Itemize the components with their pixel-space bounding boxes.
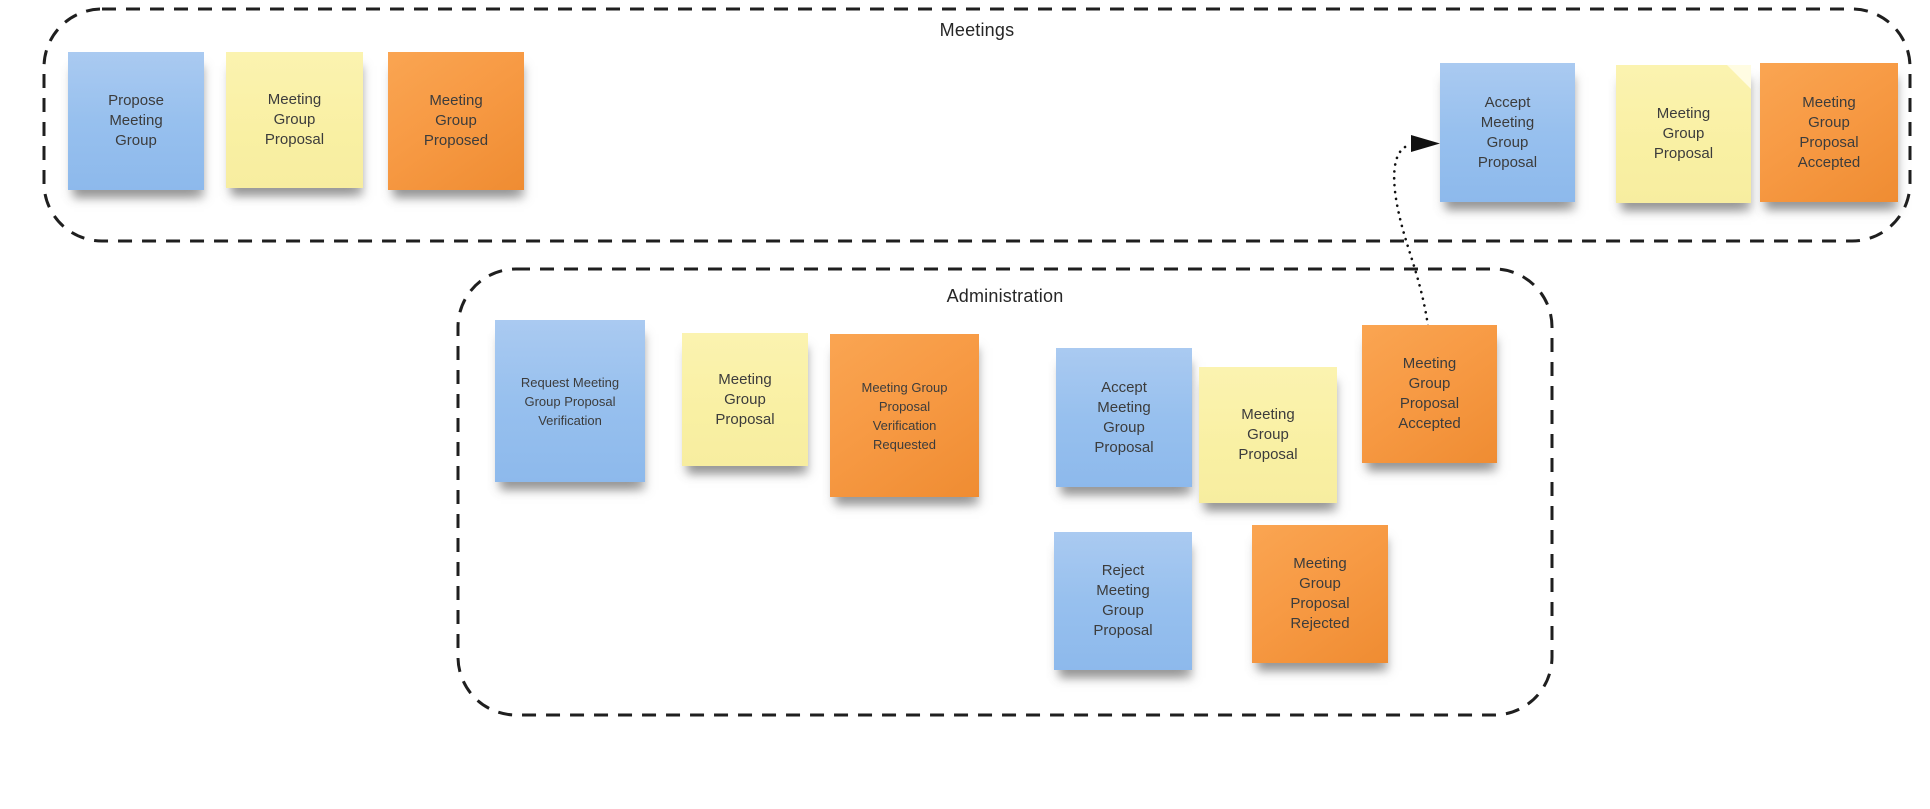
note-text: Meeting Group Proposal: [264, 91, 325, 148]
note-meeting-group-proposal-admin-2[interactable]: Meeting Group Proposal: [1199, 367, 1337, 503]
note-reject-meeting-group-proposal[interactable]: Reject Meeting Group Proposal: [1054, 532, 1192, 670]
note-text: Meeting Group Proposal: [1653, 105, 1714, 162]
note-text: Meeting Group Proposal: [715, 370, 775, 428]
note-accept-meeting-group-proposal-meetings[interactable]: Accept Meeting Group Proposal: [1440, 63, 1575, 202]
note-text: Meeting Group Proposed: [423, 92, 489, 149]
note-text: Accept Meeting Group Proposal: [1477, 93, 1538, 171]
note-text: Meeting Group Proposal Verification Requ…: [861, 379, 948, 452]
note-accept-meeting-group-proposal-admin[interactable]: Accept Meeting Group Proposal: [1056, 348, 1192, 487]
note-text: Request Meeting Group Proposal Verificat…: [520, 374, 620, 428]
note-text: Propose Meeting Group: [108, 92, 164, 149]
note-meeting-group-proposed[interactable]: Meeting Group Proposed: [388, 52, 524, 190]
note-text: Reject Meeting Group Proposal: [1093, 562, 1153, 639]
note-meeting-group-proposal-admin-1[interactable]: Meeting Group Proposal: [682, 333, 808, 466]
note-meeting-group-proposal-meetings-1[interactable]: Meeting Group Proposal: [226, 52, 363, 188]
note-text: Accept Meeting Group Proposal: [1094, 378, 1154, 456]
note-meeting-group-proposal-verification-requested[interactable]: Meeting Group Proposal Verification Requ…: [830, 334, 979, 497]
note-meeting-group-proposal-meetings-2[interactable]: Meeting Group Proposal: [1616, 65, 1751, 203]
note-text: Meeting Group Proposal Accepted: [1398, 355, 1461, 432]
note-text: Meeting Group Proposal Accepted: [1797, 93, 1861, 171]
meetings-lane-label: Meetings: [939, 20, 1015, 40]
note-meeting-group-proposal-accepted-admin[interactable]: Meeting Group Proposal Accepted: [1362, 325, 1497, 463]
note-meeting-group-proposal-rejected[interactable]: Meeting Group Proposal Rejected: [1252, 525, 1388, 663]
note-request-meeting-group-proposal-verification[interactable]: Request Meeting Group Proposal Verificat…: [495, 320, 645, 482]
administration-lane-label: Administration: [946, 286, 1064, 306]
connector-arrow-head[interactable]: [1411, 135, 1440, 152]
note-text: Meeting Group Proposal: [1238, 406, 1298, 463]
note-meeting-group-proposal-accepted-meetings[interactable]: Meeting Group Proposal Accepted: [1760, 63, 1898, 202]
note-text: Meeting Group Proposal Rejected: [1290, 555, 1350, 632]
note-propose-meeting-group[interactable]: Propose Meeting Group: [68, 52, 204, 190]
